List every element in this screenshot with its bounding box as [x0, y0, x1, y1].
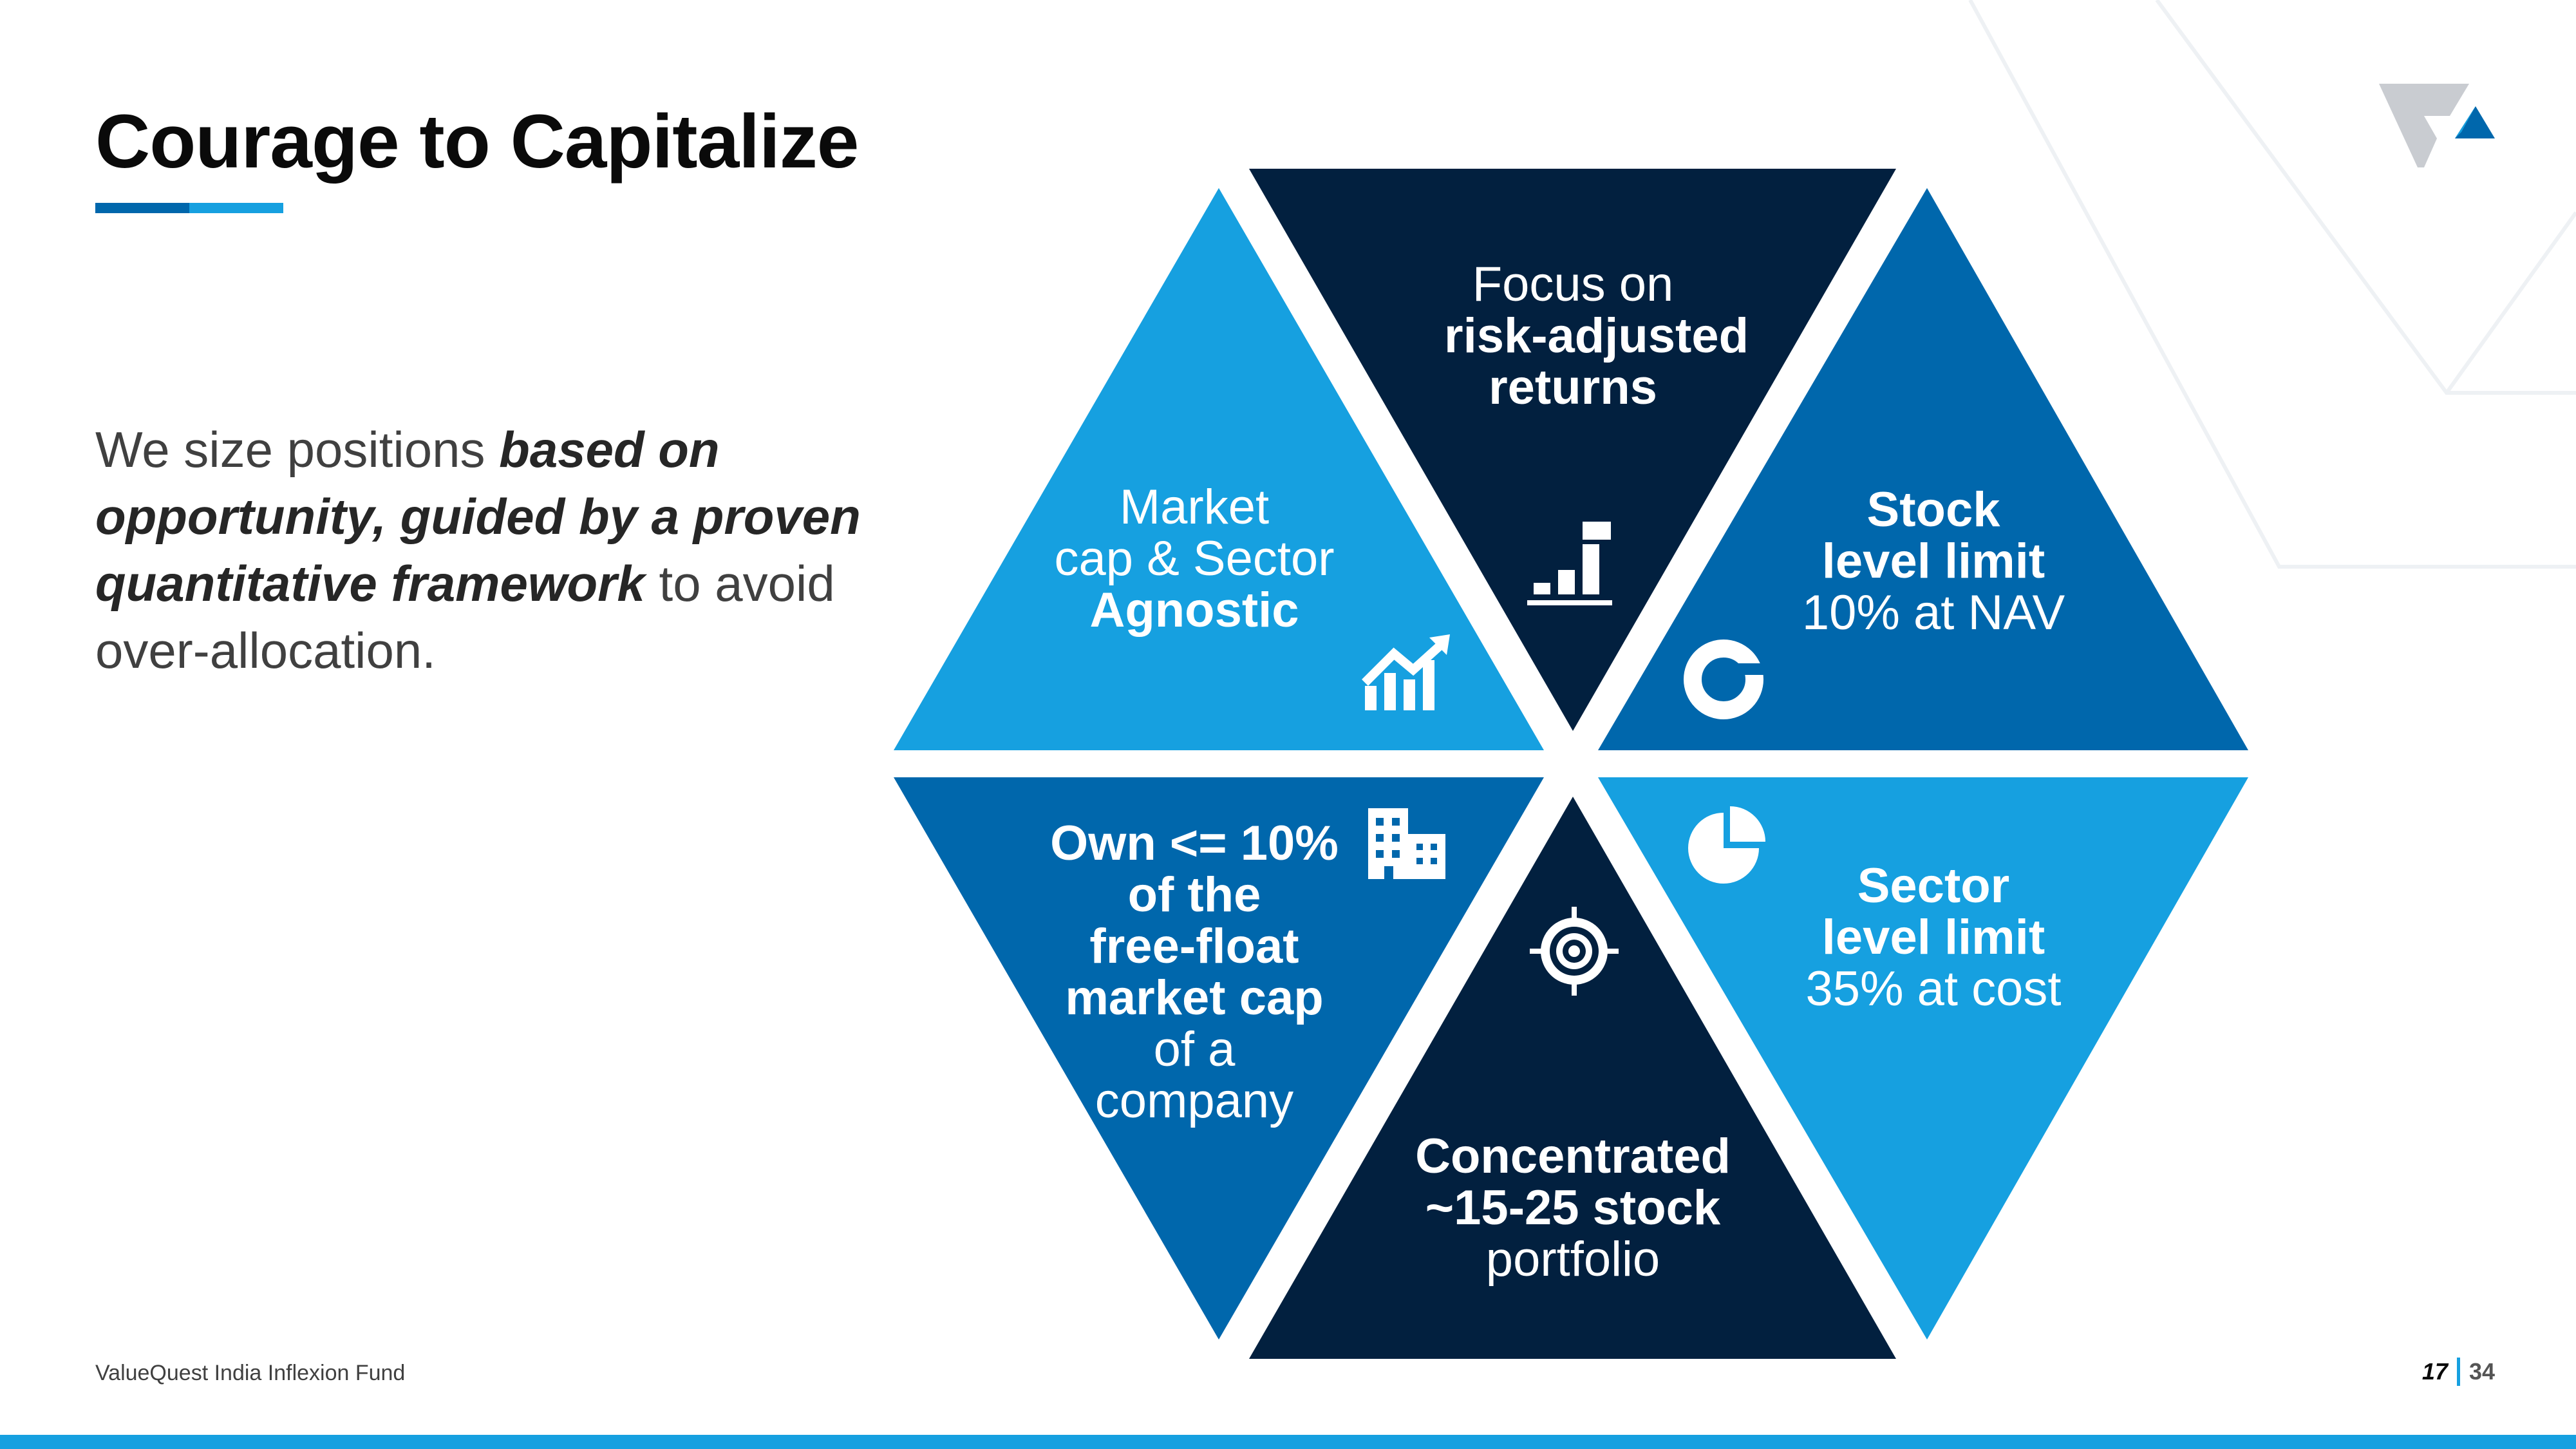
lead-text-part2: to avoid over-allocation.	[95, 555, 835, 679]
segment-bottom-line1: Concentrated	[1415, 1129, 1731, 1184]
segment-lower-left-line2: of the	[1127, 867, 1261, 922]
segment-upper-right-line1: Stock	[1866, 482, 2000, 537]
segment-top-line3: returns	[1489, 360, 1657, 415]
segment-upper-right-line2: level limit	[1821, 534, 2045, 589]
lead-paragraph: We size positions based on opportunity, …	[95, 416, 907, 684]
segment-lower-right-line3: 35% at cost	[1805, 961, 2062, 1016]
page-current: 17	[2421, 1358, 2448, 1385]
segment-lower-right-text: Sector level limit 35% at cost	[1772, 860, 2094, 1015]
lead-text-bold: based on opportunity, guided by a proven…	[95, 421, 861, 612]
segment-upper-right-text: Stock level limit 10% at NAV	[1772, 484, 2094, 639]
page-separator	[2456, 1358, 2460, 1386]
growth-chart-icon	[1362, 634, 1450, 710]
segment-bottom-line3: portfolio	[1485, 1232, 1660, 1287]
segment-upper-left-line2: cap & Sector	[1054, 531, 1335, 586]
segment-lower-left-line5: of a	[1153, 1022, 1236, 1077]
segment-lower-right-shape	[1598, 777, 2248, 1340]
segment-top-shape	[1249, 169, 1896, 731]
segment-lower-right-line1: Sector	[1857, 858, 2010, 913]
segment-upper-left-line1: Market	[1119, 480, 1270, 535]
segment-top-text: Focus on risk-adjusted returns	[1444, 257, 1749, 415]
page-total: 34	[2468, 1358, 2495, 1385]
segment-lower-left-shape	[894, 777, 1544, 1340]
segment-top-line2: risk-adjusted	[1444, 308, 1749, 363]
segment-top-line1: Focus on	[1472, 257, 1674, 312]
segment-lower-left-line6: company	[1095, 1074, 1294, 1128]
segment-upper-left-text: Market cap & Sector Agnostic	[1033, 482, 1355, 636]
company-logo	[2379, 84, 2495, 167]
title-underline	[95, 203, 283, 213]
bar-chart-icon	[1527, 522, 1612, 605]
segment-bottom-line2: ~15-25 stock	[1425, 1180, 1721, 1235]
footer-fund-name: ValueQuest India Inflexion Fund	[95, 1361, 406, 1385]
segment-upper-right-shape	[1598, 188, 2248, 750]
segment-bottom-shape	[1249, 797, 1896, 1359]
segment-upper-right-line3: 10% at NAV	[1801, 585, 2065, 640]
lead-text-part1: We size positions	[95, 421, 500, 478]
segment-lower-left-text: Own <= 10% of the free-float market cap …	[1033, 818, 1355, 1127]
segment-lower-left-line1: Own <= 10%	[1050, 816, 1339, 871]
slide-title: Courage to Capitalize	[95, 99, 859, 184]
bottom-accent-bar	[0, 1435, 2576, 1449]
target-icon	[1530, 907, 1619, 996]
donut-chart-icon	[1684, 639, 1764, 719]
segment-upper-left-shape	[894, 188, 1544, 750]
segment-bottom-text: Concentrated ~15-25 stock portfolio	[1412, 1131, 1734, 1285]
buildings-icon	[1368, 808, 1445, 879]
pie-chart-icon	[1688, 806, 1765, 884]
segment-lower-right-line2: level limit	[1821, 910, 2045, 965]
segment-upper-left-line3: Agnostic	[1089, 583, 1299, 638]
segment-lower-left-line3: free-float	[1089, 919, 1299, 974]
segment-lower-left-line4: market cap	[1065, 971, 1324, 1025]
